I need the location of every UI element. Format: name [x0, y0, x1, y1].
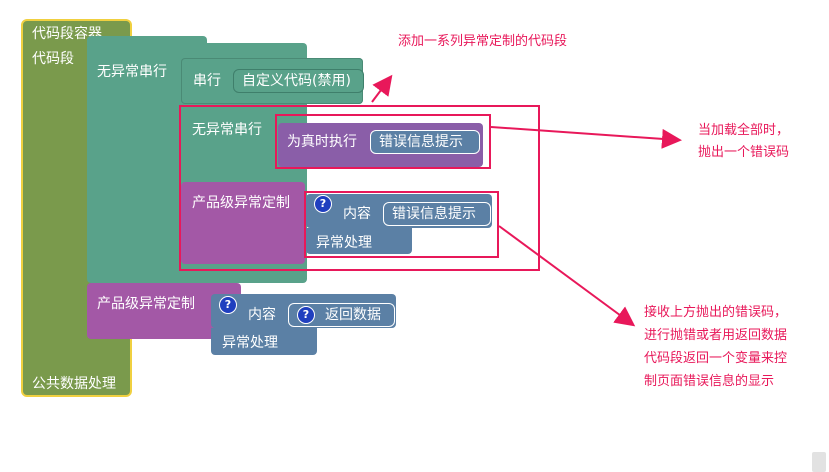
annotation-right-line1: 当加载全部时， — [698, 123, 790, 138]
annotation-bottom-line2: 进行抛错或者用返回数据 — [644, 328, 788, 343]
annotation-bottom-line3: 代码段返回一个变量来控 — [644, 351, 788, 366]
error-message-block-1[interactable]: 错误信息提示 — [370, 130, 480, 154]
trash-icon[interactable] — [812, 452, 826, 472]
highlight-box-content — [304, 191, 499, 258]
annotation-bottom-line1: 接收上方抛出的错误码， — [644, 305, 788, 320]
custom-code-block[interactable]: 自定义代码(禁用) — [233, 69, 364, 93]
outer-handler-label: 异常处理 — [222, 335, 278, 351]
highlight-box-execute — [275, 114, 491, 169]
highlight-box-large — [179, 105, 540, 271]
inner-handler-block[interactable] — [306, 228, 412, 254]
arrow-right — [490, 126, 682, 149]
outer-content-label: 内容 — [248, 307, 276, 323]
arrow-top — [371, 74, 393, 103]
inner-exception-label: 产品级异常定制 — [192, 195, 290, 211]
outer-serial-tab — [87, 36, 207, 46]
annotation-right-line2: 抛出一个错误码 — [698, 145, 790, 160]
inner-exception-block[interactable] — [181, 182, 305, 264]
serial-label: 串行 — [193, 73, 221, 89]
inner-content-label: 内容 — [343, 206, 371, 222]
inner-serial-label: 无异常串行 — [192, 122, 262, 138]
outer-serial-label: 无异常串行 — [97, 64, 167, 80]
inner-handler-label: 异常处理 — [316, 235, 372, 251]
annotation-bottom-line4: 制页面错误信息的显示 — [644, 374, 775, 389]
inner-help-icon[interactable]: ? — [314, 195, 332, 213]
error-message-block-2[interactable]: 错误信息提示 — [383, 202, 491, 226]
container-title: 代码段容器 — [32, 26, 102, 42]
outer-help-icon[interactable]: ? — [219, 296, 237, 314]
return-data-label: 返回数据 — [325, 307, 381, 323]
outer-exception-label: 产品级异常定制 — [97, 296, 195, 312]
annotation-top: 添加一系列异常定制的代码段 — [398, 34, 568, 49]
execute-label: 为真时执行 — [287, 134, 357, 150]
arrow-bottom — [498, 225, 636, 327]
return-help-icon[interactable]: ? — [297, 306, 315, 324]
container-footer: 公共数据处理 — [32, 376, 116, 392]
container-code-label: 代码段 — [32, 51, 74, 67]
outer-handler-block[interactable] — [211, 328, 317, 355]
